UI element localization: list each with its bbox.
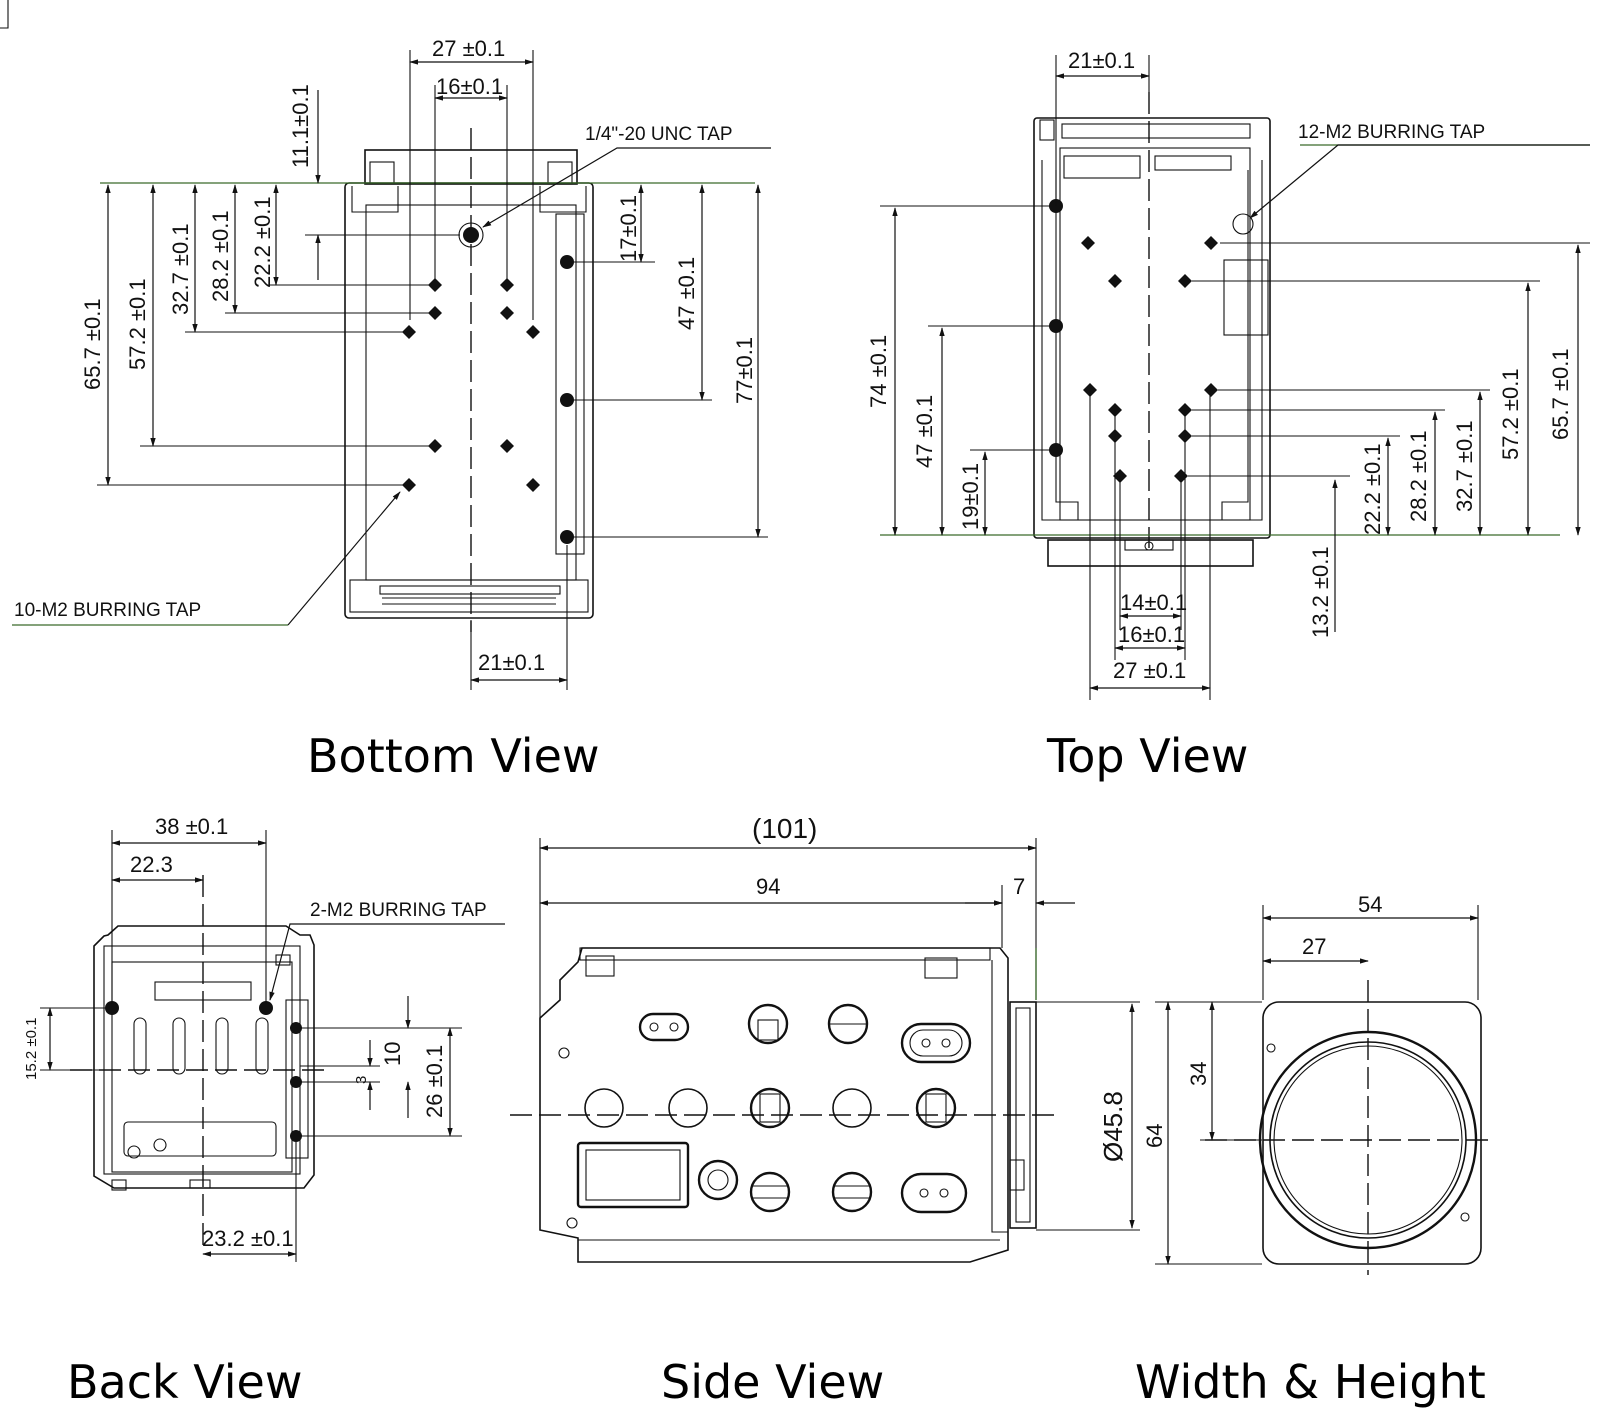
back-d10: 10 — [380, 1042, 405, 1066]
top-d132: 13.2 ±0.1 — [1308, 546, 1333, 638]
back-d3: 3 — [353, 1076, 370, 1084]
side-d94: 94 — [756, 874, 780, 899]
back-d223: 22.3 — [130, 852, 173, 877]
top-d327: 32.7 ±0.1 — [1452, 420, 1477, 512]
top-d572: 57.2 ±0.1 — [1498, 368, 1523, 460]
width-height-view: 54 27 34 64 Width & Height — [1135, 892, 1490, 1409]
wh-d27: 27 — [1302, 934, 1326, 959]
wh-d34: 34 — [1186, 1062, 1211, 1086]
top-d19: 19±0.1 — [958, 463, 983, 530]
side-d101: (101) — [752, 813, 817, 844]
bottom-d27: 27 ±0.1 — [432, 36, 505, 61]
bottom-view-holes — [402, 222, 574, 544]
bottom-d657: 65.7 ±0.1 — [80, 298, 105, 390]
top-d282: 28.2 ±0.1 — [1406, 430, 1431, 522]
bottom-d327: 32.7 ±0.1 — [168, 223, 193, 315]
side-view: (101) 94 7 Ø45.8 Side View — [510, 813, 1140, 1409]
top-d47: 47 ±0.1 — [912, 395, 937, 468]
bottom-note-burring-tap: 10-M2 BURRING TAP — [14, 600, 201, 621]
back-d38: 38 ±0.1 — [155, 814, 228, 839]
top-d657: 65.7 ±0.1 — [1548, 348, 1573, 440]
top-d14: 14±0.1 — [1120, 590, 1187, 615]
top-view-title: Top View — [1046, 729, 1248, 783]
bottom-d47: 47 ±0.1 — [674, 257, 699, 330]
bottom-view-body — [344, 149, 594, 619]
bottom-view-title: Bottom View — [307, 729, 600, 783]
bottom-d222: 22.2 ±0.1 — [250, 196, 275, 288]
bottom-d17: 17±0.1 — [616, 195, 641, 262]
top-view-holes — [1049, 199, 1218, 483]
side-view-title: Side View — [661, 1355, 884, 1409]
back-view: 38 ±0.1 22.3 15.2 ±0.1 10 3 26 ±0.1 23.2… — [23, 814, 505, 1409]
side-d7: 7 — [1013, 874, 1025, 899]
back-view-title: Back View — [67, 1355, 302, 1409]
top-view-body — [1033, 117, 1271, 567]
back-view-holes — [105, 1001, 302, 1142]
top-d27: 27 ±0.1 — [1113, 658, 1186, 683]
bottom-d282: 28.2 ±0.1 — [208, 210, 233, 302]
width-height-title: Width & Height — [1135, 1355, 1486, 1409]
wh-body — [1262, 1001, 1482, 1265]
bottom-note-unc-tap: 1/4"-20 UNC TAP — [585, 124, 733, 145]
top-view: 21±0.1 74 ±0.1 47 ±0.1 19±0.1 65.7 ±0.1 … — [866, 48, 1590, 783]
top-note-burring-tap: 12-M2 BURRING TAP — [1298, 122, 1485, 143]
bottom-d572: 57.2 ±0.1 — [125, 278, 150, 370]
bottom-d11: 11.1±0.1 — [288, 84, 313, 168]
top-d74: 74 ±0.1 — [866, 335, 891, 408]
top-d16: 16±0.1 — [1118, 622, 1185, 647]
back-view-body — [93, 925, 315, 1191]
wh-d54: 54 — [1358, 892, 1382, 917]
bottom-d16: 16±0.1 — [436, 74, 503, 99]
bottom-d77: 77±0.1 — [732, 337, 757, 404]
bottom-d21: 21±0.1 — [478, 650, 545, 675]
bottom-view: 27 ±0.1 16±0.1 11.1±0.1 65.7 ±0.1 57.2 ±… — [12, 36, 771, 783]
back-d232: 23.2 ±0.1 — [202, 1226, 294, 1251]
top-d21: 21±0.1 — [1068, 48, 1135, 73]
back-note-burring-tap: 2-M2 BURRING TAP — [310, 900, 487, 921]
back-d26: 26 ±0.1 — [422, 1045, 447, 1118]
back-d152: 15.2 ±0.1 — [23, 1018, 40, 1080]
side-d458: Ø45.8 — [1098, 1091, 1128, 1162]
side-view-features — [584, 1003, 972, 1214]
wh-d64: 64 — [1142, 1124, 1167, 1148]
top-d222: 22.2 ±0.1 — [1360, 443, 1385, 535]
